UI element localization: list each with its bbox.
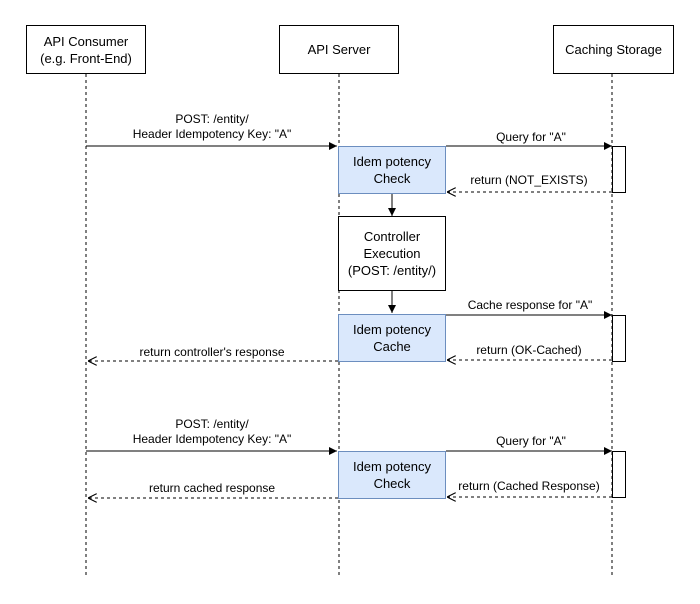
- label-request-1: POST: /entity/ Header Idempotency Key: "…: [131, 112, 293, 142]
- idempotency-check-box-1: Idem potency Check: [338, 146, 446, 194]
- label-cache-request: Cache response for "A": [466, 298, 594, 313]
- label-response-2: return cached response: [147, 481, 277, 496]
- idempotency-check-box-2: Idem potency Check: [338, 451, 446, 499]
- activation-bar-query-2: [612, 451, 626, 498]
- participant-consumer: API Consumer (e.g. Front-End): [26, 25, 146, 74]
- label-query-1: Query for "A": [495, 130, 567, 145]
- activation-bar-cache-1: [612, 315, 626, 362]
- label-query-2: Query for "A": [495, 434, 567, 449]
- idempotency-cache-box: Idem potency Cache: [338, 314, 446, 362]
- label-cache-return: return (OK-Cached): [475, 343, 583, 358]
- activation-bar-query-1: [612, 146, 626, 193]
- label-query-return-1: return (NOT_EXISTS): [469, 173, 589, 188]
- controller-execution-box: Controller Execution (POST: /entity/): [338, 216, 446, 291]
- label-request-2: POST: /entity/ Header Idempotency Key: "…: [131, 417, 293, 447]
- participant-cache: Caching Storage: [553, 25, 674, 74]
- participant-server: API Server: [279, 25, 399, 74]
- label-response-1: return controller's response: [138, 345, 286, 360]
- label-query-return-2: return (Cached Response): [457, 479, 601, 494]
